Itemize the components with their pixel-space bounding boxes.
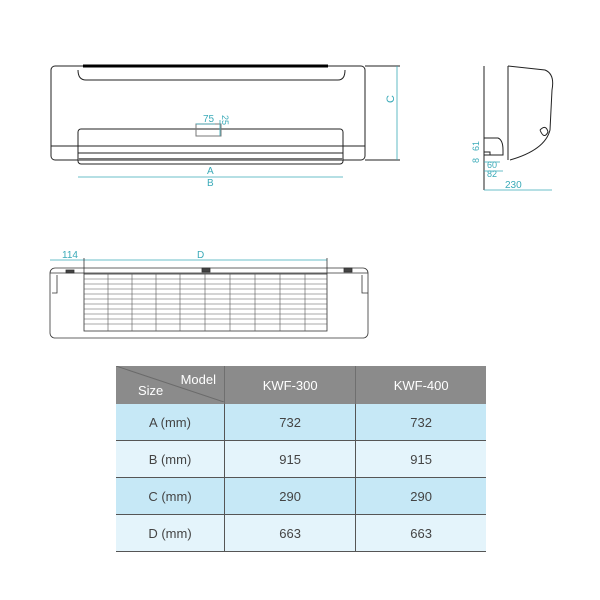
dim-230-label: 230 — [505, 180, 522, 191]
dim-b-label: B — [207, 178, 214, 189]
dim-c-label: C — [385, 95, 397, 103]
table-cell: 663 — [355, 514, 486, 552]
table-row: A (mm) 732 732 — [116, 404, 486, 441]
size-header-label: Size — [138, 383, 164, 398]
row-label: A (mm) — [116, 404, 225, 441]
table-row: D (mm) 663 663 — [116, 514, 486, 552]
dim-8-label: 8 — [471, 158, 481, 163]
table-cell: 663 — [224, 514, 357, 552]
table-row: C (mm) 290 290 — [116, 477, 486, 515]
dim-a-label: A — [207, 166, 214, 177]
side-dimensions — [484, 161, 552, 191]
corner-header: Model Size — [116, 366, 225, 404]
dimension-table: Model Size KWF-300 KWF-400 A (mm) 732 73… — [116, 366, 486, 552]
bottom-dimensions — [50, 258, 328, 274]
table-row: B (mm) 915 915 — [116, 440, 486, 478]
dim-60-label: 60 — [487, 160, 497, 170]
table-header-row: Model Size KWF-300 KWF-400 — [116, 366, 486, 404]
dim-82-label: 82 — [487, 169, 497, 179]
front-view — [50, 64, 400, 165]
dim-75-label: 75 — [203, 114, 215, 125]
side-view — [483, 65, 554, 190]
table-cell: 915 — [224, 440, 357, 478]
column-header: KWF-400 — [355, 366, 486, 404]
table-cell: 732 — [355, 404, 486, 441]
dim-61-label: 61 — [471, 141, 481, 151]
row-label: B (mm) — [116, 440, 225, 478]
row-label: C (mm) — [116, 477, 225, 515]
model-header-label: Model — [180, 372, 216, 387]
dim-d-label: D — [197, 250, 204, 261]
dim-114-label: 114 — [62, 250, 78, 261]
bottom-view — [49, 267, 369, 339]
row-label: D (mm) — [116, 514, 225, 552]
table-cell: 732 — [224, 404, 357, 441]
technical-drawing: C A B 75 25 230 82 60 61 8 — [49, 64, 554, 339]
table-cell: 290 — [355, 477, 486, 515]
table-cell: 290 — [224, 477, 357, 515]
dim-25-label: 25 — [220, 115, 230, 125]
diagonal-divider — [116, 366, 224, 402]
table-cell: 915 — [355, 440, 486, 478]
column-header: KWF-300 — [224, 366, 357, 404]
front-dimensions — [78, 66, 398, 178]
